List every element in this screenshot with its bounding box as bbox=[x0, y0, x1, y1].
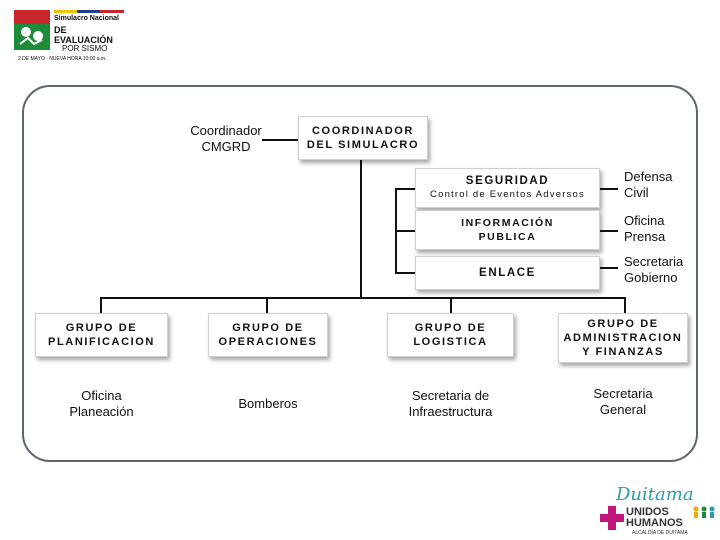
security-subtitle: Control de Eventos Adversos bbox=[430, 189, 585, 200]
staff-branch-info bbox=[395, 230, 415, 232]
side-connector-link bbox=[600, 267, 618, 269]
group-operations-member: Bomberos bbox=[238, 396, 298, 411]
staff-branch-security bbox=[395, 188, 415, 190]
link-side-label: Secretaria Gobierno bbox=[624, 254, 684, 285]
security-title: SEGURIDAD bbox=[465, 175, 550, 187]
people-icon bbox=[693, 506, 715, 518]
group-drop-operations bbox=[266, 297, 268, 313]
trunk-vertical-line bbox=[360, 160, 362, 298]
duitama-name: Duitama bbox=[616, 484, 694, 505]
diagram-frame bbox=[22, 85, 698, 462]
duitama-line-1: UNIDOS bbox=[626, 506, 669, 518]
logo-line-1: Simulacro Nacional bbox=[54, 15, 119, 22]
staff-branch-link bbox=[395, 272, 415, 274]
group-logistics-member: Secretaria de Infraestructura bbox=[408, 388, 493, 419]
plus-icon bbox=[600, 506, 624, 530]
public-info-side-label: Oficina Prensa bbox=[624, 213, 666, 244]
group-drop-finance bbox=[624, 297, 626, 313]
coordinator-box: COORDINADOR DEL SIMULACRO bbox=[298, 116, 428, 160]
simulacro-emblem-icon bbox=[14, 10, 50, 50]
groups-horizontal-line bbox=[100, 297, 626, 299]
simulacro-logo: Simulacro Nacional DE EVALUACIÓN POR SIS… bbox=[14, 8, 124, 64]
logo-flag-bar bbox=[54, 10, 124, 13]
duitama-logo: Duitama UNIDOS HUMANOS ALCALDÍA DE DUITA… bbox=[598, 484, 718, 538]
group-finance-box: GRUPO DE ADMINISTRACION Y FINANZAS bbox=[558, 313, 688, 363]
group-drop-logistics bbox=[450, 297, 452, 313]
group-finance-member: Secretaria General bbox=[593, 386, 653, 417]
duitama-caption: ALCALDÍA DE DUITAMA bbox=[632, 530, 688, 536]
public-info-box: INFORMACIÓN PUBLICA bbox=[415, 210, 600, 250]
group-logistics-box: GRUPO DE LOGISTICA bbox=[387, 313, 514, 357]
logo-line-4: 2 DE MAYO · NUEVA HORA 10:00 a.m. bbox=[18, 56, 107, 62]
group-operations-box: GRUPO DE OPERACIONES bbox=[208, 313, 328, 357]
security-side-label: Defensa Civil bbox=[624, 169, 673, 200]
logo-line-2: DE EVALUACIÓN bbox=[54, 25, 113, 45]
security-box: SEGURIDAD Control de Eventos Adversos bbox=[415, 168, 600, 208]
group-planning-box: GRUPO DE PLANIFICACION bbox=[35, 313, 168, 357]
logo-line-3: POR SISMO bbox=[62, 44, 108, 53]
coordinator-cmgrd-label: Coordinador CMGRD bbox=[190, 123, 262, 154]
group-drop-planning bbox=[100, 297, 102, 313]
side-connector-security bbox=[600, 188, 618, 190]
coord-left-connector bbox=[262, 139, 298, 141]
link-box: ENLACE bbox=[415, 256, 600, 290]
side-connector-info bbox=[600, 230, 618, 232]
duitama-line-2: HUMANOS bbox=[626, 517, 683, 529]
group-planning-member: Oficina Planeación bbox=[69, 388, 134, 419]
